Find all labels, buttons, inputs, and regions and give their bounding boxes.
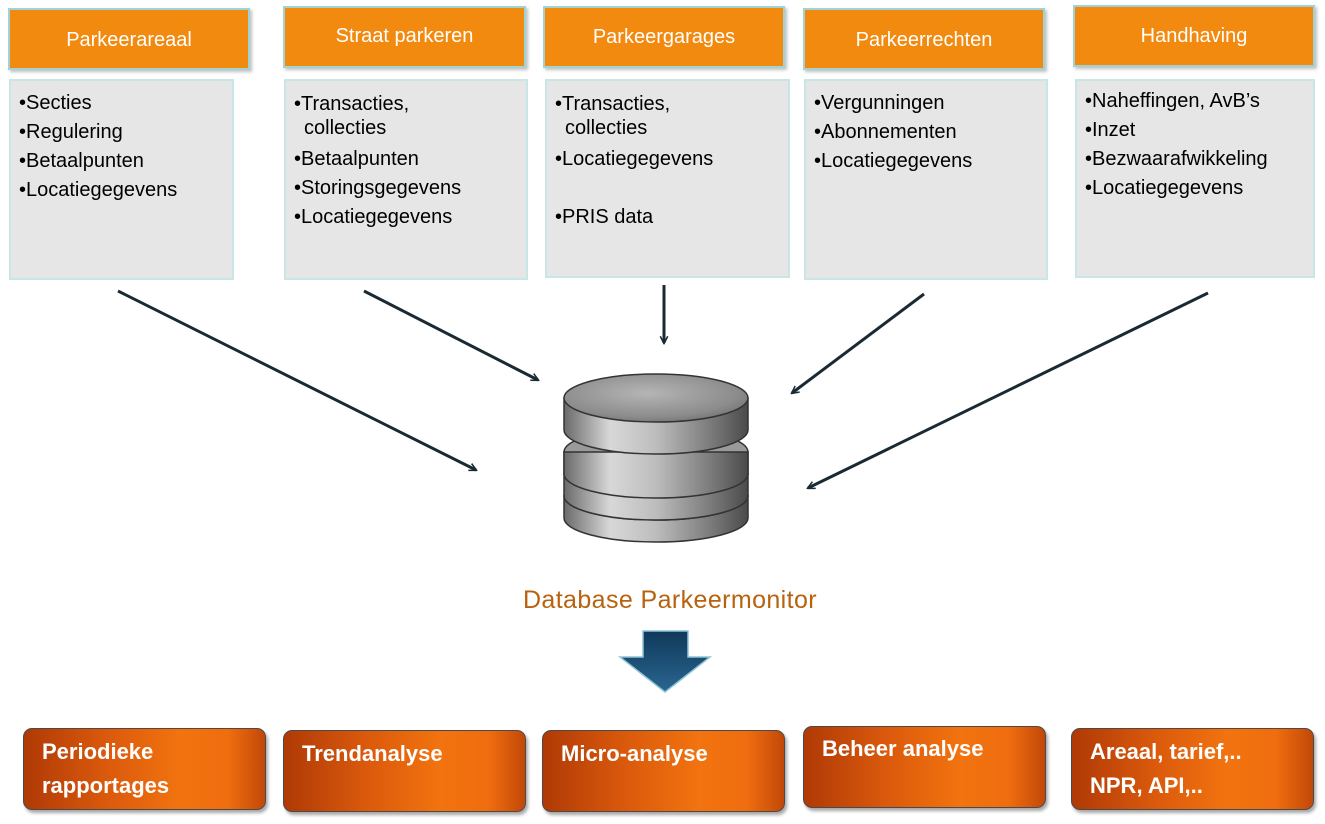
- output-label-line1: Beheer analyse: [822, 736, 984, 761]
- output-areaal-tarief: Areaal, tarief,.. NPR, API,..: [1071, 728, 1314, 810]
- source-item: •Regulering: [19, 121, 123, 143]
- output-label-line1: Trendanalyse: [302, 741, 443, 766]
- arrow-parkeerrechten: [792, 292, 925, 393]
- source-header-parkeergarages: Parkeergarages: [543, 6, 785, 68]
- source-item: •Locatiegegevens: [19, 179, 178, 201]
- output-beheer-analyse: Beheer analyse: [803, 726, 1046, 808]
- source-item: •Bezwaarafwikkeling: [1085, 148, 1268, 170]
- arrow-parkeerareaal: [117, 289, 476, 472]
- arrow-straat-parkeren: [363, 289, 538, 382]
- source-item: •Locatiegegevens: [1085, 177, 1244, 199]
- output-label-line1: Periodieke: [42, 739, 154, 764]
- source-item: •Storingsgegevens: [294, 177, 462, 199]
- down-arrow-icon: [617, 630, 713, 693]
- output-periodieke-rapportages: Periodieke rapportages: [23, 728, 266, 810]
- database-label: Database Parkeermonitor: [522, 586, 818, 614]
- source-item: •Naheffingen, AvB’s: [1085, 90, 1260, 112]
- source-header-parkeerrechten: Parkeerrechten: [803, 8, 1045, 70]
- source-item: •Transacties,: [294, 93, 410, 115]
- output-label-line1: Micro-analyse: [561, 741, 708, 766]
- connector-arrows: [117, 285, 1209, 490]
- source-box-handhaving: •Naheffingen, AvB’s •Inzet •Bezwaarafwik…: [1075, 79, 1315, 278]
- output-label-line1: Areaal, tarief,..: [1090, 739, 1242, 764]
- source-item: •Secties: [19, 92, 92, 114]
- source-title: Handhaving: [1140, 25, 1248, 47]
- source-item: collecties: [304, 117, 387, 139]
- source-header-handhaving: Handhaving: [1073, 5, 1315, 67]
- source-title: Straat parkeren: [335, 25, 474, 47]
- database-icon: [563, 373, 749, 543]
- source-box-parkeerrechten: •Vergunningen •Abonnementen •Locatiegege…: [804, 79, 1048, 280]
- source-item: •Locatiegegevens: [814, 150, 973, 172]
- output-trendanalyse: Trendanalyse: [283, 730, 526, 812]
- source-item: •PRIS data: [555, 206, 654, 228]
- source-box-parkeerareaal: •Secties •Regulering •Betaalpunten •Loca…: [9, 79, 234, 280]
- source-title: Parkeerrechten: [855, 29, 993, 51]
- source-item: •Inzet: [1085, 119, 1136, 141]
- source-item: •Betaalpunten: [19, 150, 144, 172]
- source-title: Parkeergarages: [592, 26, 736, 48]
- source-item: •Locatiegegevens: [555, 148, 714, 170]
- output-micro-analyse: Micro-analyse: [542, 730, 785, 812]
- source-box-parkeergarages: •Transacties, collecties •Locatiegegeven…: [545, 79, 790, 278]
- source-item: •Locatiegegevens: [294, 206, 453, 228]
- arrow-handhaving: [808, 291, 1209, 490]
- source-header-straat-parkeren: Straat parkeren: [283, 6, 526, 68]
- output-label-line2: NPR, API,..: [1090, 773, 1203, 798]
- output-label-line2: rapportages: [42, 773, 170, 798]
- source-box-straat-parkeren: •Transacties, collecties •Betaalpunten •…: [284, 79, 528, 280]
- source-item: •Transacties,: [555, 93, 671, 115]
- source-item: •Abonnementen: [814, 121, 957, 143]
- source-header-parkeerareaal: Parkeerareaal: [8, 8, 250, 70]
- source-title: Parkeerareaal: [66, 29, 192, 51]
- source-item: •Betaalpunten: [294, 148, 419, 170]
- source-item: collecties: [565, 117, 648, 139]
- source-item: •Vergunningen: [814, 92, 945, 114]
